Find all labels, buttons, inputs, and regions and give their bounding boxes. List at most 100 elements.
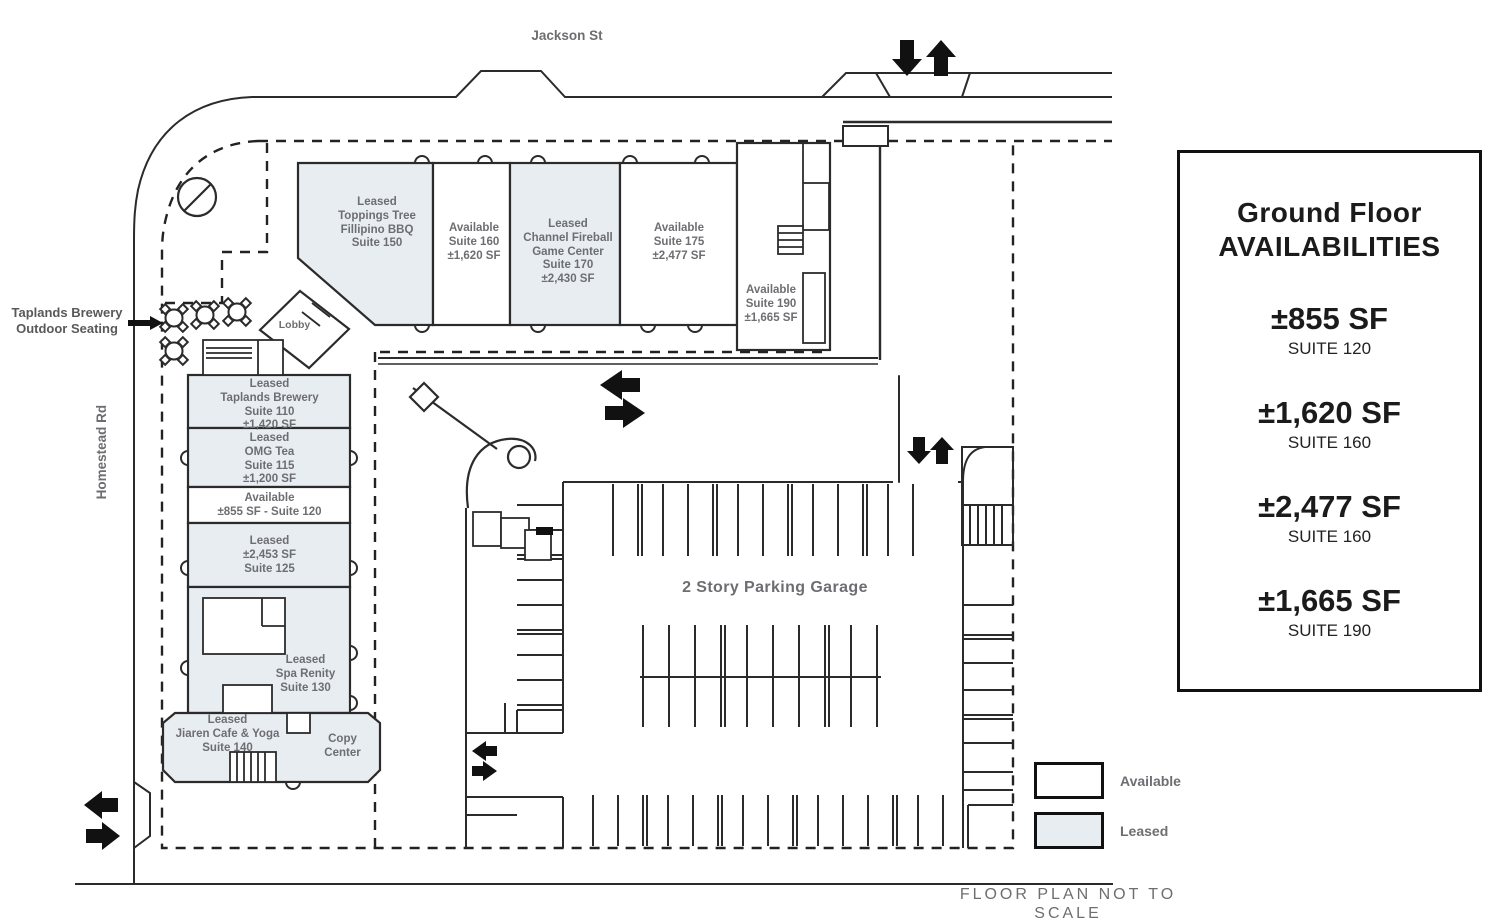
legend-available-swatch <box>1034 762 1104 799</box>
suite-150-shape <box>296 161 435 327</box>
courtyard-gate-post <box>408 381 440 413</box>
availability-item: ±1,620 SF SUITE 160 <box>1180 395 1479 453</box>
availability-size: ±1,665 SF <box>1258 583 1401 618</box>
suite-175-label: Available Suite 175 ±2,477 SF <box>652 222 706 262</box>
availability-size: ±1,620 SF <box>1258 395 1401 430</box>
doors-stack-east <box>349 449 358 712</box>
label-pointer-arrow-icon <box>128 316 163 330</box>
parking-garage <box>465 446 1014 848</box>
suite-175-shape <box>618 161 739 327</box>
suite-160-label: Available Suite 160 ±1,620 SF <box>447 222 501 262</box>
garage-west-entry <box>465 508 563 848</box>
lobby-label: Lobby <box>278 319 311 331</box>
parking-stalls <box>517 484 1013 846</box>
availability-item: ±1,665 SF SUITE 190 <box>1180 583 1479 641</box>
suite-115-label: Leased OMG Tea Suite 115 ±1,200 SF <box>243 432 296 486</box>
footer-note: FLOOR PLAN NOT TO SCALE <box>959 886 1177 918</box>
boundary-jog <box>162 143 269 305</box>
availabilities-panel: Ground Floor AVAILABILITIES ±855 SF SUIT… <box>1177 150 1482 692</box>
interior-details <box>202 143 830 783</box>
doors-top-row <box>413 155 711 164</box>
legend-leased-swatch <box>1034 812 1104 849</box>
door-suite-140 <box>284 781 302 790</box>
doors-bottom-row <box>413 324 704 333</box>
legend-row-available: Available <box>1034 762 1181 799</box>
right-arrow-icon <box>86 822 120 850</box>
jackson-st-label: Jackson St <box>531 28 603 43</box>
suite-115-shape <box>186 426 352 489</box>
availability-suite: SUITE 190 <box>1287 621 1372 640</box>
circle-slash-icon <box>176 176 218 218</box>
suite-190-room-b <box>802 272 826 344</box>
down-arrow-icon <box>907 437 931 464</box>
lobby-shape <box>258 289 351 370</box>
suite-140-copy-center-shape <box>161 711 382 784</box>
stalls-right-column <box>963 604 1013 773</box>
utility-box-solid <box>536 527 553 535</box>
stalls-middle-row <box>640 625 881 727</box>
suite-120-label: Available ±855 SF - Suite 120 <box>217 492 322 518</box>
garage-right-wall <box>962 446 986 848</box>
suite-130-closet <box>222 684 273 714</box>
left-arrow-icon <box>600 370 640 400</box>
jackson-st-driveway <box>821 72 1112 98</box>
legend-available-label: Available <box>1120 772 1181 789</box>
copy-center-label: Copy Center <box>324 733 361 759</box>
suite-110-label: Leased Taplands Brewery Suite 110 ±1,420… <box>220 378 319 432</box>
doors-stack-west <box>180 449 189 677</box>
table-with-chairs-icon <box>150 327 198 375</box>
canopy-room <box>842 125 889 147</box>
boundary-inner <box>373 350 830 848</box>
availability-suite: SUITE 160 <box>1287 527 1372 546</box>
availability-suite: SUITE 120 <box>1287 339 1372 358</box>
suite-120-shape <box>186 485 352 525</box>
availability-size: ±855 SF <box>1271 301 1388 336</box>
suite-160-shape <box>431 161 512 327</box>
suite-140-stair-treads <box>236 752 266 782</box>
suite-140-label: Leased Jiaren Cafe & Yoga Suite 140 <box>175 714 280 754</box>
availability-item: ±855 SF SUITE 120 <box>1180 301 1479 359</box>
suite-110-shape <box>186 373 352 430</box>
suite-190-room-a <box>802 182 830 231</box>
outdoor-seating-label: Taplands Brewery Outdoor Seating <box>11 305 123 336</box>
courtyard-planter <box>506 444 532 470</box>
canopy-edge <box>843 120 1112 360</box>
property-boundary-dashed <box>160 139 1112 850</box>
panel-items: ±855 SF SUITE 120 ±1,620 SF SUITE 160 ±2… <box>1180 301 1479 641</box>
legend-leased-label: Leased <box>1120 822 1169 839</box>
stalls-top-row <box>612 484 914 556</box>
suite-150-label: Leased Toppings Tree Fillipino BBQ Suite… <box>338 196 416 250</box>
suite-140-entry <box>286 712 311 734</box>
legend: Available Leased <box>1034 762 1181 849</box>
suite-130-label: Leased Spa Renity Suite 130 <box>275 654 336 694</box>
kitchenette-counter <box>206 340 259 375</box>
right-arrow-icon <box>472 761 497 781</box>
suite-125-label: Leased ±2,453 SF Suite 125 <box>243 535 296 575</box>
drive-aisle <box>378 357 900 483</box>
boundary-loop <box>160 139 1015 850</box>
suite-190-label: Available Suite 190 ±1,665 SF <box>744 284 798 324</box>
suite-170-label: Leased Channel Fireball Game Center Suit… <box>523 218 613 286</box>
lobby-vestibule-lines <box>301 302 331 327</box>
suite-190-stair-treads <box>778 232 803 248</box>
stalls-bottom-row <box>592 795 944 846</box>
right-arrow-icon <box>605 398 645 428</box>
garage-stair-treads <box>969 505 1003 545</box>
parking-garage-label: 2 Story Parking Garage <box>682 579 868 596</box>
availability-item: ±2,477 SF SUITE 160 <box>1180 489 1479 547</box>
door-openings <box>180 155 711 790</box>
up-arrow-icon <box>930 437 954 464</box>
jackson-st-curb <box>252 70 1112 98</box>
garage-stairs <box>961 504 1014 546</box>
homestead-rd-curb <box>133 96 253 884</box>
up-arrow-icon <box>926 40 956 76</box>
down-arrow-icon <box>892 40 922 76</box>
panel-title-line2: AVAILABILITIES <box>1218 231 1441 262</box>
suite-130-inner-wall <box>261 598 285 627</box>
panel-title-line1: Ground Floor <box>1237 197 1422 228</box>
sign-slash <box>183 183 212 212</box>
legend-row-leased: Leased <box>1034 812 1181 849</box>
availability-suite: SUITE 160 <box>1287 433 1372 452</box>
